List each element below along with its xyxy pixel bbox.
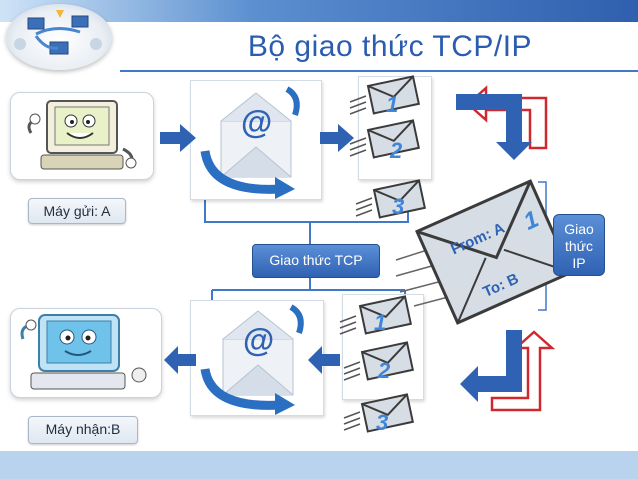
- bottom-packet-1: 1: [339, 295, 412, 335]
- arrow-right-icon: [320, 124, 354, 152]
- packet-number: 2: [377, 358, 391, 383]
- arrow-left-icon: [164, 346, 196, 374]
- top-packet-2: 2: [349, 119, 420, 163]
- arrow-right-icon: [160, 124, 196, 152]
- title-divider: [120, 70, 638, 72]
- top-packet-3: 3: [355, 179, 426, 219]
- tcp-protocol-box: Giao thức TCP: [252, 244, 380, 278]
- bottom-packet-2: 2: [343, 341, 414, 383]
- ip-protocol-box: Giao thức IP: [553, 214, 605, 276]
- ip-label-line3: IP: [572, 255, 586, 271]
- packet-number: 1: [374, 310, 386, 335]
- arrow-bent-red-icon: [490, 330, 556, 412]
- email-envelope-icon: @: [200, 86, 300, 199]
- packet-number: 2: [389, 138, 403, 163]
- receiver-label: Máy nhận:B: [28, 416, 138, 444]
- top-packet-1: 1: [349, 75, 420, 117]
- arrow-left-icon: [308, 346, 340, 374]
- arrow-down-icon: [456, 94, 532, 160]
- sender-computer-card: [10, 92, 154, 180]
- ip-label-line2: thức: [564, 238, 594, 254]
- packet-number: 3: [376, 410, 388, 435]
- cartoon-computer-icon: [20, 314, 147, 390]
- bottom-email-panel: @: [190, 300, 324, 416]
- header-band: [0, 0, 638, 22]
- network-logo-icon: [14, 10, 102, 55]
- bottom-packet-3: 3: [343, 393, 414, 435]
- packet-number: 1: [386, 92, 398, 117]
- cartoon-computer-icon: [27, 100, 137, 170]
- big-envelope: From: A To: B 1: [395, 179, 573, 325]
- sender-label: Máy gửi: A: [28, 198, 126, 224]
- email-envelope-icon: @: [200, 304, 304, 415]
- ip-label-line1: Giao: [564, 221, 594, 237]
- at-symbol: @: [241, 104, 272, 140]
- footer-band: [0, 451, 638, 479]
- network-logo: [6, 4, 112, 70]
- top-email-panel: @: [190, 80, 322, 200]
- packet-number: 3: [392, 194, 404, 219]
- page-title: Bộ giao thức TCP/IP: [247, 30, 533, 63]
- receiver-computer-card: [10, 308, 162, 398]
- at-symbol: @: [243, 322, 274, 358]
- arrow-bent-blue-icon: [460, 330, 522, 402]
